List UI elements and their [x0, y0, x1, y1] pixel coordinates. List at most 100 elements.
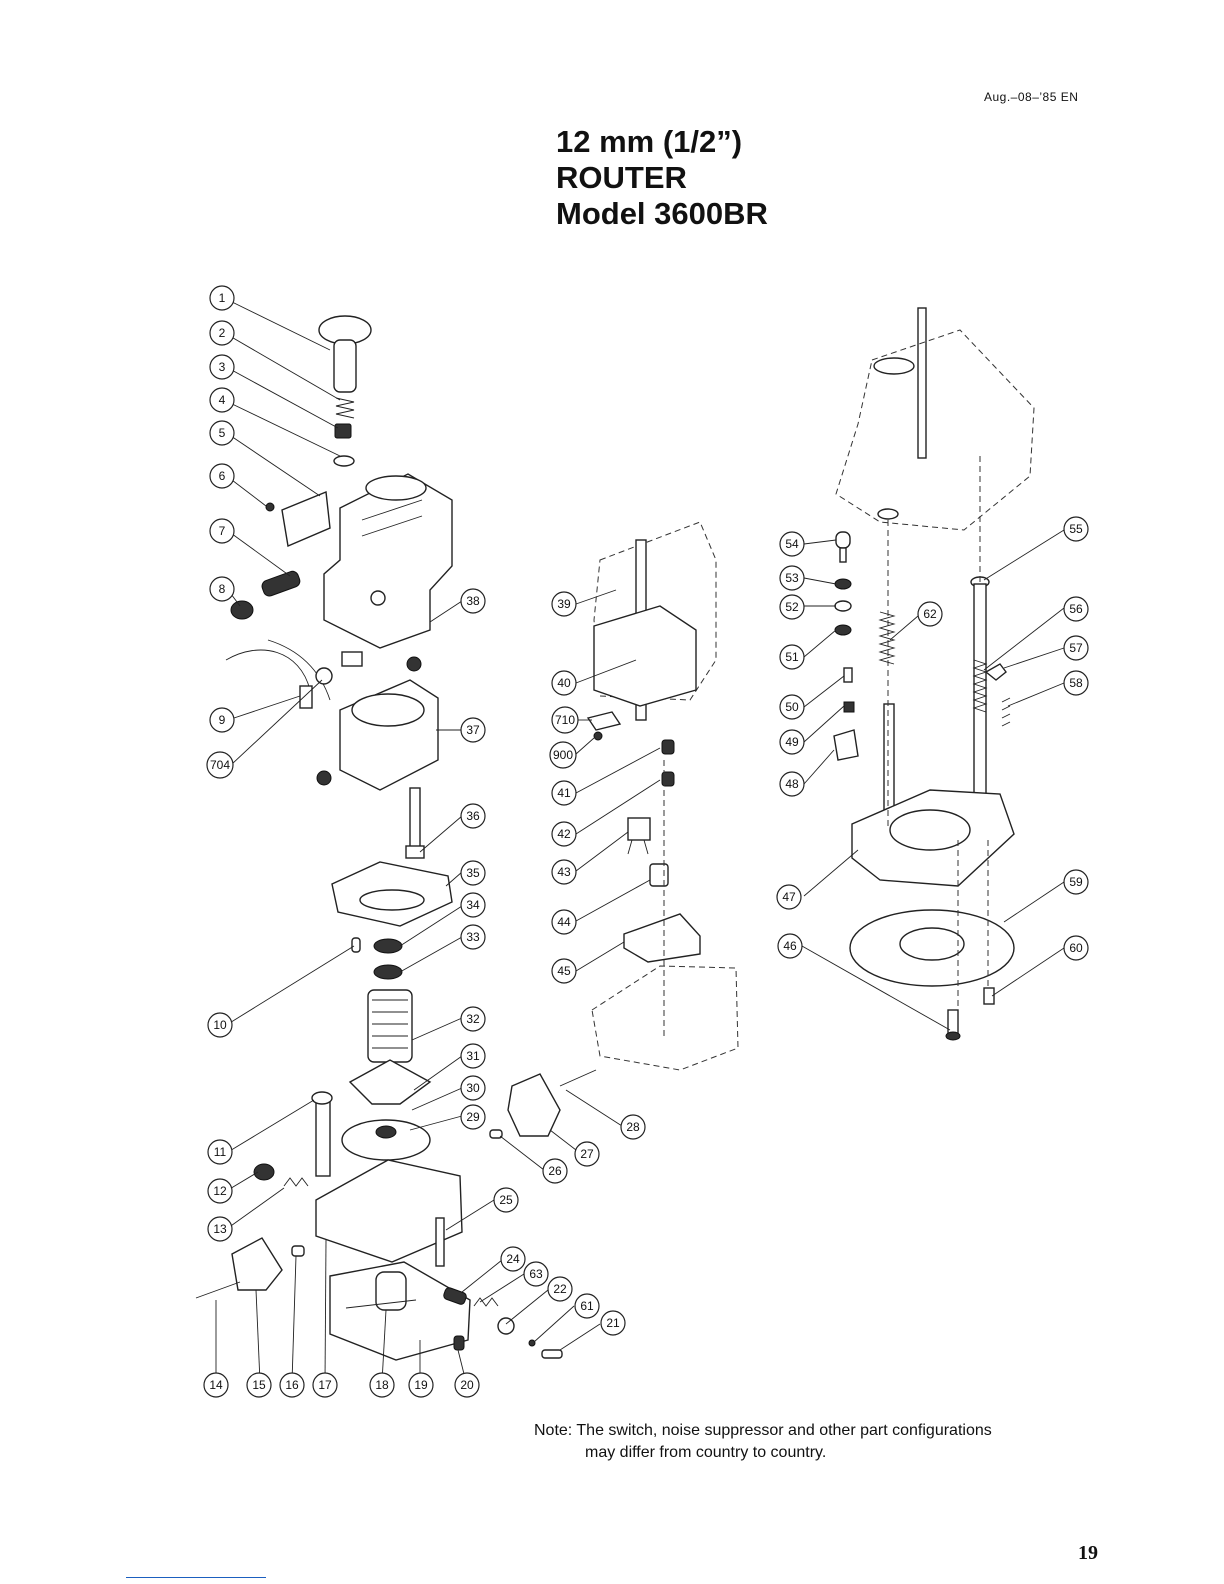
svg-text:5: 5 [219, 426, 226, 440]
title-line-model: Model 3600BR [556, 196, 768, 231]
callout-63: 63 [523, 1261, 549, 1287]
date-code: Aug.–08–’85 EN [984, 90, 1079, 104]
svg-text:54: 54 [785, 537, 799, 551]
svg-text:36: 36 [466, 809, 480, 823]
svg-text:13: 13 [213, 1222, 227, 1236]
callout-18: 18 [369, 1372, 395, 1398]
callout-56: 56 [1063, 596, 1089, 622]
page-title: 12 mm (1/2”) ROUTER Model 3600BR [556, 124, 768, 232]
callout-55: 55 [1063, 516, 1089, 542]
callout-42: 42 [551, 821, 577, 847]
callout-6: 6 [209, 463, 235, 489]
callout-13: 13 [207, 1216, 233, 1242]
svg-text:44: 44 [557, 915, 571, 929]
svg-text:33: 33 [466, 930, 480, 944]
callout-51: 51 [779, 644, 805, 670]
callout-35: 35 [460, 860, 486, 886]
callout-29: 29 [460, 1104, 486, 1130]
callout-61: 61 [574, 1293, 600, 1319]
svg-text:900: 900 [553, 748, 573, 762]
svg-text:12: 12 [213, 1184, 227, 1198]
svg-text:40: 40 [557, 676, 571, 690]
svg-text:3: 3 [219, 360, 226, 374]
motor-assembly-drawing [195, 315, 597, 1361]
svg-text:48: 48 [785, 777, 799, 791]
callout-59: 59 [1063, 869, 1089, 895]
svg-text:52: 52 [785, 600, 799, 614]
callout-52: 52 [779, 594, 805, 620]
callout-15: 15 [246, 1372, 272, 1398]
callout-27: 27 [574, 1141, 600, 1167]
callout-36: 36 [460, 803, 486, 829]
callout-7: 7 [209, 518, 235, 544]
svg-text:56: 56 [1069, 602, 1083, 616]
callout-45: 45 [551, 958, 577, 984]
svg-text:35: 35 [466, 866, 480, 880]
svg-text:59: 59 [1069, 875, 1083, 889]
svg-text:7: 7 [219, 524, 226, 538]
callout-14: 14 [203, 1372, 229, 1398]
callout-22: 22 [547, 1276, 573, 1302]
callout-5: 5 [209, 420, 235, 446]
title-line-size: 12 mm (1/2”) [556, 124, 743, 159]
svg-text:42: 42 [557, 827, 571, 841]
callout-19: 19 [408, 1372, 434, 1398]
callout-54: 54 [779, 531, 805, 557]
svg-text:11: 11 [214, 1145, 227, 1159]
callout-47: 47 [776, 884, 802, 910]
callout-62: 62 [917, 601, 943, 627]
callout-34: 34 [460, 892, 486, 918]
svg-text:50: 50 [785, 700, 799, 714]
callout-57: 57 [1063, 635, 1089, 661]
svg-text:63: 63 [529, 1267, 543, 1281]
bottom-link-underline [126, 1577, 266, 1578]
svg-text:62: 62 [923, 607, 937, 621]
svg-text:60: 60 [1069, 941, 1083, 955]
callout-12: 12 [207, 1178, 233, 1204]
callout-1: 1 [209, 285, 235, 311]
callout-39: 39 [551, 591, 577, 617]
svg-text:22: 22 [553, 1282, 567, 1296]
svg-text:51: 51 [785, 650, 799, 664]
svg-text:45: 45 [557, 964, 571, 978]
callout-31: 31 [460, 1043, 486, 1069]
svg-text:55: 55 [1069, 522, 1083, 536]
page-number: 19 [1078, 1542, 1098, 1564]
callout-3: 3 [209, 354, 235, 380]
callout-21: 21 [600, 1310, 626, 1336]
router-base-drawing [833, 307, 1035, 1041]
callout-37: 37 [460, 717, 486, 743]
callout-48: 48 [779, 771, 805, 797]
svg-text:29: 29 [466, 1110, 480, 1124]
callout-20: 20 [454, 1372, 480, 1398]
callout-labels: 1 2 3 4 5 6 7 8 9 704 10 11 12 13 14 15 … [203, 285, 1089, 1398]
svg-text:710: 710 [555, 713, 575, 727]
svg-text:1: 1 [219, 291, 226, 305]
svg-text:4: 4 [219, 393, 226, 407]
callout-28: 28 [620, 1114, 646, 1140]
callout-60: 60 [1063, 935, 1089, 961]
callout-8: 8 [209, 576, 235, 602]
svg-text:6: 6 [219, 469, 226, 483]
callout-49: 49 [779, 729, 805, 755]
svg-text:32: 32 [466, 1012, 480, 1026]
callout-11: 11 [207, 1139, 233, 1165]
callout-38: 38 [460, 588, 486, 614]
svg-text:53: 53 [785, 571, 799, 585]
callout-53: 53 [779, 565, 805, 591]
note-line-1: Note: The switch, noise suppressor and o… [534, 1422, 992, 1439]
title-line-product: ROUTER [556, 160, 687, 195]
callout-704: 704 [206, 751, 234, 779]
svg-text:2: 2 [219, 326, 226, 340]
svg-text:46: 46 [783, 939, 797, 953]
callout-10: 10 [207, 1012, 233, 1038]
svg-text:18: 18 [375, 1378, 389, 1392]
callout-9: 9 [209, 707, 235, 733]
svg-text:15: 15 [252, 1378, 266, 1392]
callout-16: 16 [279, 1372, 305, 1398]
svg-text:20: 20 [460, 1378, 474, 1392]
svg-text:17: 17 [318, 1378, 332, 1392]
svg-text:47: 47 [782, 890, 796, 904]
svg-text:704: 704 [210, 758, 230, 772]
